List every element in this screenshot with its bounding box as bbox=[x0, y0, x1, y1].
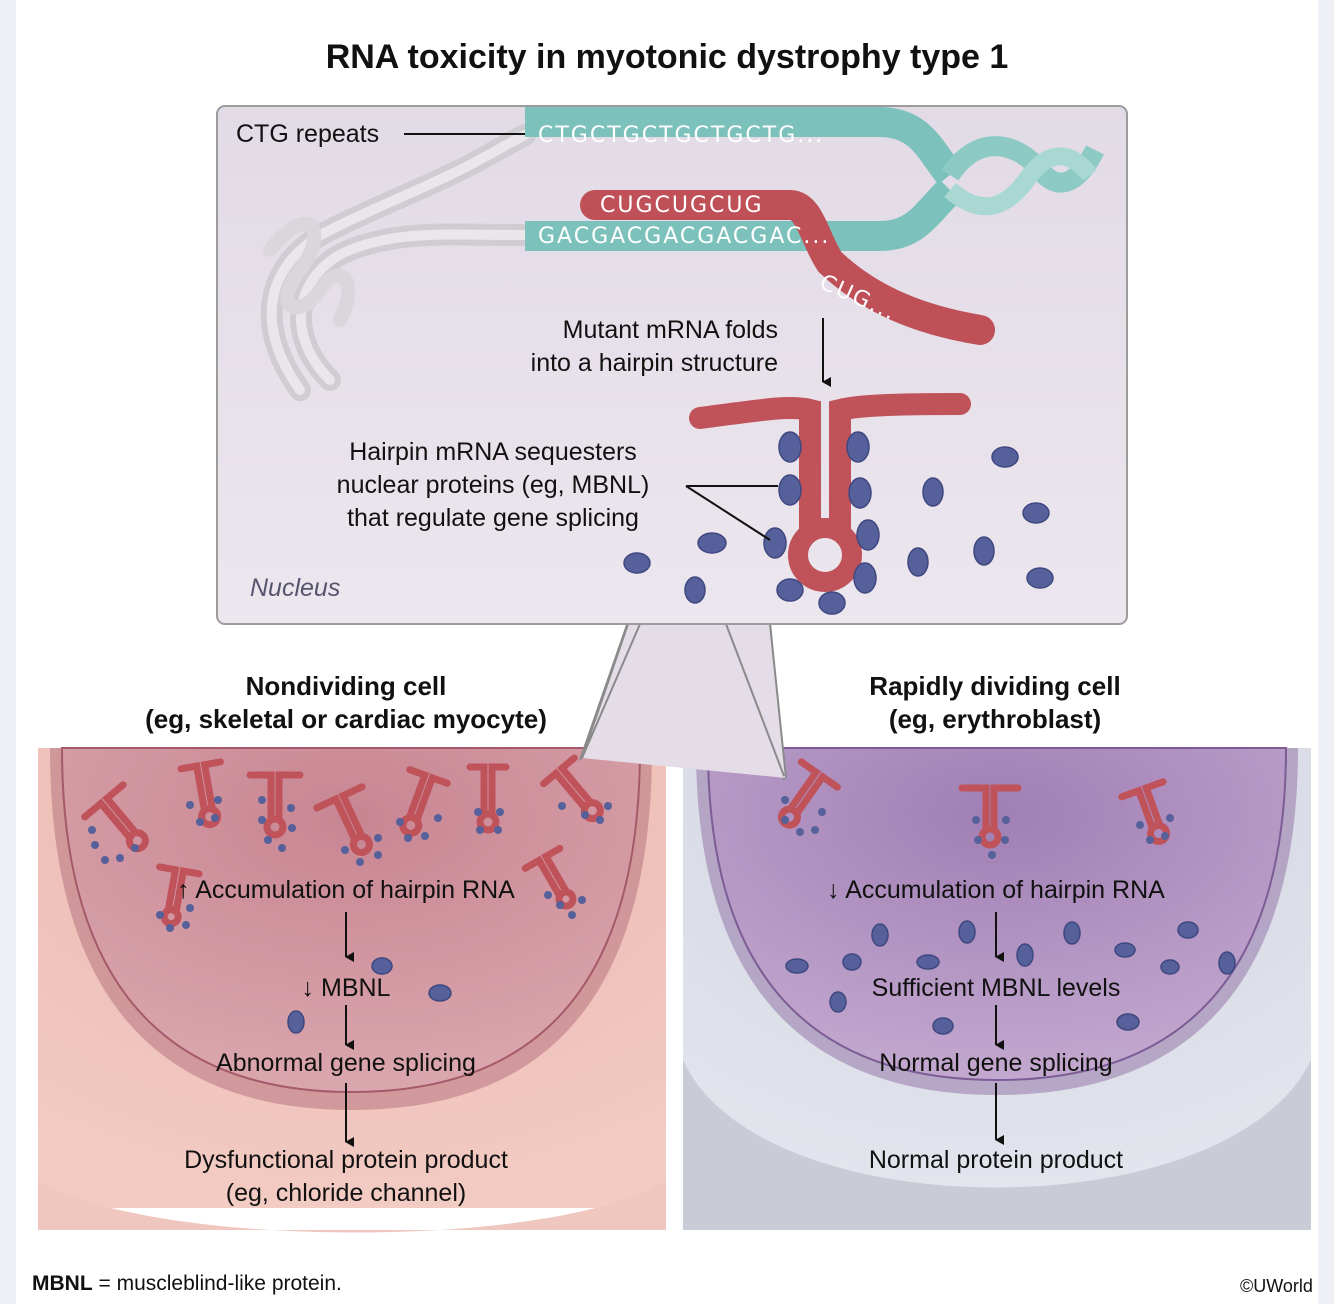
dna-bottom-sequence: GACGACGACGACGAC... bbox=[538, 224, 831, 249]
left-bound-proteins bbox=[88, 796, 612, 932]
ctg-repeats-label: CTG repeats bbox=[236, 120, 380, 148]
dna-top-sequence: CTGCTGCTGCTGCTG... bbox=[538, 123, 825, 148]
footnote: MBNL = muscleblind-like protein. bbox=[32, 1272, 342, 1296]
right-free-proteins bbox=[785, 920, 1236, 1035]
left-free-proteins bbox=[287, 957, 452, 1034]
sequester-step-text: Hairpin mRNA sequesters nuclear proteins… bbox=[336, 438, 650, 532]
left-step-accumulation: ↑ Accumulation of hairpin RNA bbox=[177, 876, 515, 904]
left-step-protein: Dysfunctional protein product (eg, chlor… bbox=[184, 1146, 508, 1207]
copyright: ©UWorld bbox=[1240, 1276, 1313, 1296]
right-small-hairpins bbox=[778, 758, 1171, 849]
leader-lines bbox=[404, 133, 778, 541]
nucleus-label: Nucleus bbox=[250, 574, 341, 602]
dna-strands bbox=[525, 107, 1104, 251]
left-step-mbnl: ↓ MBNL bbox=[301, 974, 391, 1002]
rna-sequence: CUGCUGCUG bbox=[600, 193, 764, 218]
right-bound-proteins bbox=[781, 796, 1174, 859]
fold-step-text: Mutant mRNA folds into a hairpin structu… bbox=[530, 316, 778, 377]
footnote-definition: = muscleblind-like protein. bbox=[92, 1272, 342, 1295]
left-small-hairpins bbox=[81, 754, 604, 928]
right-step-protein: Normal protein product bbox=[868, 1146, 1124, 1174]
footnote-abbr: MBNL bbox=[32, 1272, 93, 1295]
rna-strand bbox=[580, 190, 995, 345]
dna-helix bbox=[260, 124, 536, 401]
dividing-cell-heading: Rapidly dividing cell (eg, erythroblast) bbox=[869, 671, 1121, 734]
nondividing-cell-heading: Nondividing cell (eg, skeletal or cardia… bbox=[145, 671, 547, 734]
mbnl-proteins-nucleus bbox=[623, 431, 1054, 615]
left-step-splicing: Abnormal gene splicing bbox=[216, 1049, 476, 1077]
right-step-splicing: Normal gene splicing bbox=[879, 1049, 1113, 1077]
diagram-title: RNA toxicity in myotonic dystrophy type … bbox=[325, 38, 1009, 76]
right-step-accumulation: ↓ Accumulation of hairpin RNA bbox=[827, 876, 1165, 904]
nondividing-cell-artwork bbox=[38, 747, 666, 1233]
right-step-mbnl: Sufficient MBNL levels bbox=[871, 974, 1121, 1002]
hairpin-mrna bbox=[689, 393, 971, 592]
